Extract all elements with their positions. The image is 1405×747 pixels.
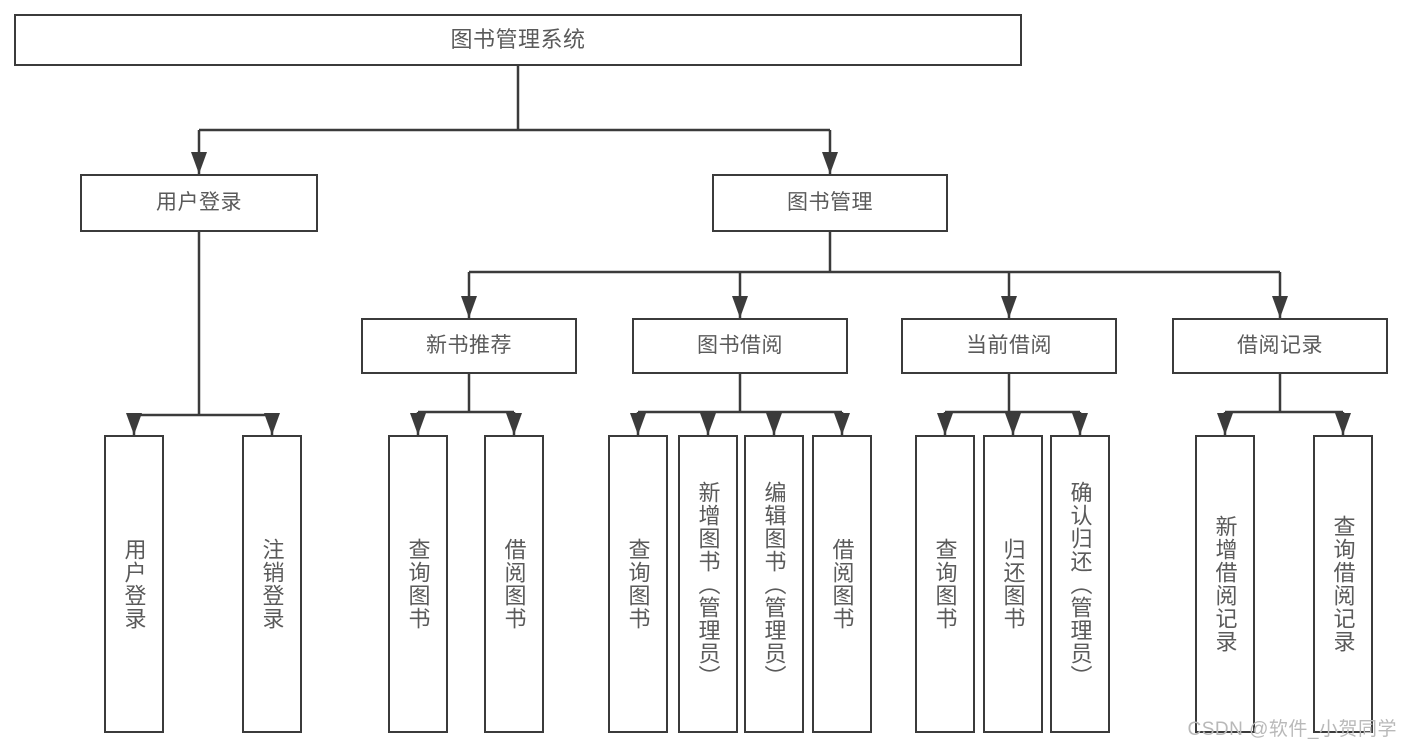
arrowhead-l3_1-2 [766, 413, 782, 435]
node-box-leaf_6[interactable]: 编辑图书（管理员） [744, 435, 804, 733]
node-box-leaf_11[interactable]: 新增借阅记录 [1195, 435, 1255, 733]
node-label-leaf_11: 新增借阅记录 [1212, 515, 1238, 653]
node-label-leaf_9: 归还图书 [1000, 538, 1026, 630]
node-box-leaf_4[interactable]: 查询图书 [608, 435, 668, 733]
node-label-leaf_5: 新增图书（管理员） [695, 480, 721, 688]
arrowhead-l2_1-2 [1001, 296, 1017, 318]
node-box-leaf_5[interactable]: 新增图书（管理员） [678, 435, 738, 733]
node-label-leaf_8: 查询图书 [932, 538, 958, 630]
node-box-leaf_2[interactable]: 查询图书 [388, 435, 448, 733]
arrowhead-l3_3-0 [1217, 413, 1233, 435]
node-box-l3_2[interactable]: 当前借阅 [901, 318, 1117, 374]
node-label-leaf_12: 查询借阅记录 [1330, 515, 1356, 653]
node-label-root: 图书管理系统 [450, 27, 586, 53]
arrowhead-l3_2-0 [937, 413, 953, 435]
node-label-leaf_6: 编辑图书（管理员） [761, 480, 787, 688]
arrowhead-l3_1-3 [834, 413, 850, 435]
node-box-leaf_10[interactable]: 确认归还（管理员） [1050, 435, 1110, 733]
arrowhead-l2_1-3 [1272, 296, 1288, 318]
node-label-l3_0: 新书推荐 [426, 333, 512, 357]
node-label-leaf_0: 用户登录 [121, 538, 147, 630]
node-box-root[interactable]: 图书管理系统 [14, 14, 1022, 66]
node-box-leaf_3[interactable]: 借阅图书 [484, 435, 544, 733]
node-label-l2_0: 用户登录 [156, 190, 242, 214]
node-box-l2_1[interactable]: 图书管理 [712, 174, 948, 232]
arrowhead-l3_1-0 [630, 413, 646, 435]
node-box-l2_0[interactable]: 用户登录 [80, 174, 318, 232]
arrowhead-l2_1-1 [732, 296, 748, 318]
node-label-l3_1: 图书借阅 [697, 333, 783, 357]
arrowhead-root-1 [822, 152, 838, 174]
node-box-leaf_9[interactable]: 归还图书 [983, 435, 1043, 733]
arrowhead-l3_1-1 [700, 413, 716, 435]
node-box-leaf_8[interactable]: 查询图书 [915, 435, 975, 733]
node-box-leaf_12[interactable]: 查询借阅记录 [1313, 435, 1373, 733]
arrowhead-l3_3-1 [1335, 413, 1351, 435]
arrowhead-l2_0-0 [126, 413, 142, 435]
node-box-l3_1[interactable]: 图书借阅 [632, 318, 848, 374]
node-label-leaf_2: 查询图书 [405, 538, 431, 630]
node-label-leaf_7: 借阅图书 [829, 538, 855, 630]
node-box-leaf_1[interactable]: 注销登录 [242, 435, 302, 733]
node-box-leaf_0[interactable]: 用户登录 [104, 435, 164, 733]
node-label-leaf_1: 注销登录 [259, 538, 285, 630]
arrowhead-l3_0-1 [506, 413, 522, 435]
arrowhead-l2_1-0 [461, 296, 477, 318]
node-label-l3_3: 借阅记录 [1237, 333, 1323, 357]
node-label-l3_2: 当前借阅 [966, 333, 1052, 357]
node-label-l2_1: 图书管理 [787, 190, 873, 214]
arrowhead-l3_2-1 [1005, 413, 1021, 435]
watermark-label: CSDN @软件_小贺同学 [1187, 719, 1397, 740]
arrowhead-l2_0-1 [264, 413, 280, 435]
node-label-leaf_4: 查询图书 [625, 538, 651, 630]
node-box-leaf_7[interactable]: 借阅图书 [812, 435, 872, 733]
node-box-l3_0[interactable]: 新书推荐 [361, 318, 577, 374]
node-label-leaf_3: 借阅图书 [501, 538, 527, 630]
arrowhead-root-0 [191, 152, 207, 174]
node-box-l3_3[interactable]: 借阅记录 [1172, 318, 1388, 374]
arrowhead-l3_2-2 [1072, 413, 1088, 435]
node-label-leaf_10: 确认归还（管理员） [1067, 480, 1093, 688]
arrowhead-l3_0-0 [410, 413, 426, 435]
